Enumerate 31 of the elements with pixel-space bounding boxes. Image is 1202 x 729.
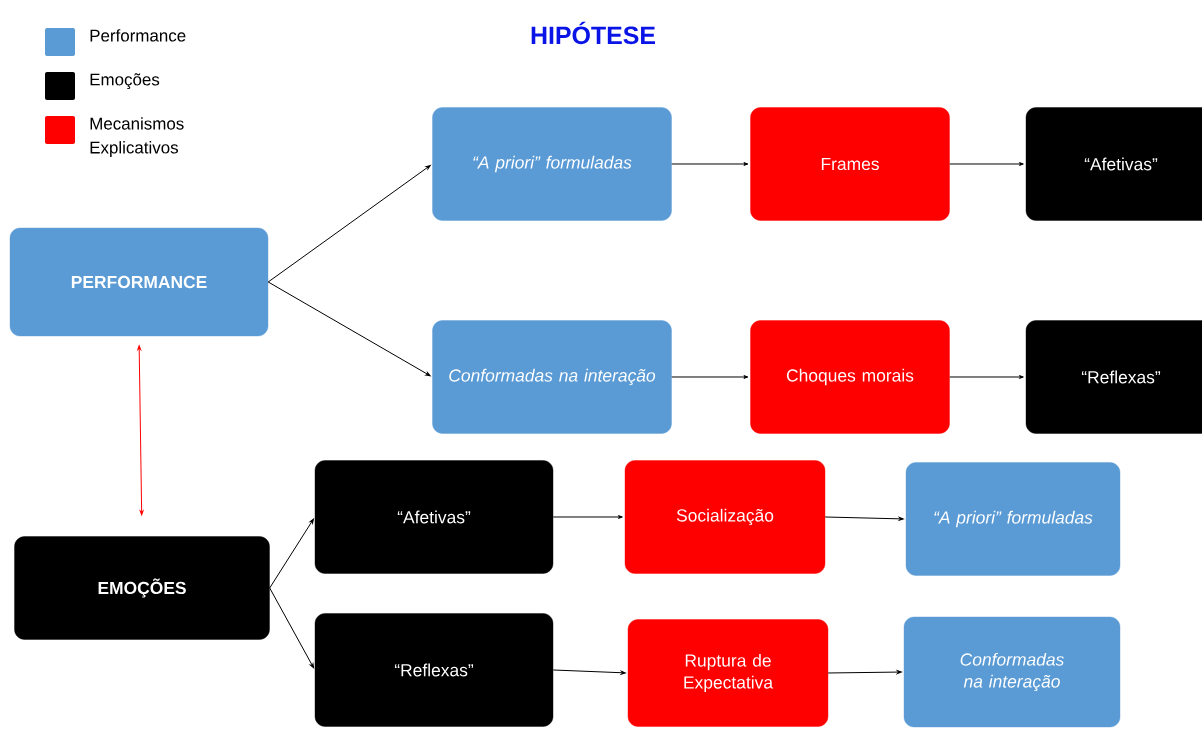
emotion-box: “Afetivas” (314, 460, 554, 574)
arrow (949, 375, 1024, 379)
arrow (267, 164, 431, 283)
legend-label: Performance (90, 29, 186, 42)
mechanism-box: Socialização (624, 460, 826, 574)
arrow (671, 375, 749, 379)
emotion-box: “Reflexas” (314, 613, 554, 727)
arrow (552, 515, 623, 519)
legend-label: Mecanismos Explicativos (90, 117, 184, 157)
arrow (552, 669, 626, 675)
mechanism-box: Choques morais (750, 320, 950, 434)
performance-box: Conformadas na interação (903, 616, 1121, 728)
arrow (827, 670, 902, 674)
emotion-box: “Afetivas” (1025, 107, 1202, 221)
arrow (269, 587, 315, 669)
performance-box: “A priori” formuladas (905, 462, 1121, 576)
emotion-box: “Reflexas” (1025, 320, 1202, 434)
category-box: PERFORMANCE (9, 227, 269, 337)
arrow (269, 518, 314, 589)
mechanism-box: Frames (750, 107, 950, 221)
legend-label: Emoções (90, 73, 160, 89)
arrow (671, 162, 749, 166)
performance-box: Conformadas na interação (432, 320, 672, 434)
arrow (824, 516, 904, 521)
arrow (267, 281, 431, 377)
title: HIPÓTESE (531, 21, 655, 45)
category-box: EMOÇÕES (14, 536, 270, 640)
mechanism-box: Ruptura de Expectativa (627, 619, 829, 727)
arrow (949, 162, 1024, 166)
performance-box: “A priori” formuladas (432, 107, 672, 221)
arrow (137, 345, 144, 516)
